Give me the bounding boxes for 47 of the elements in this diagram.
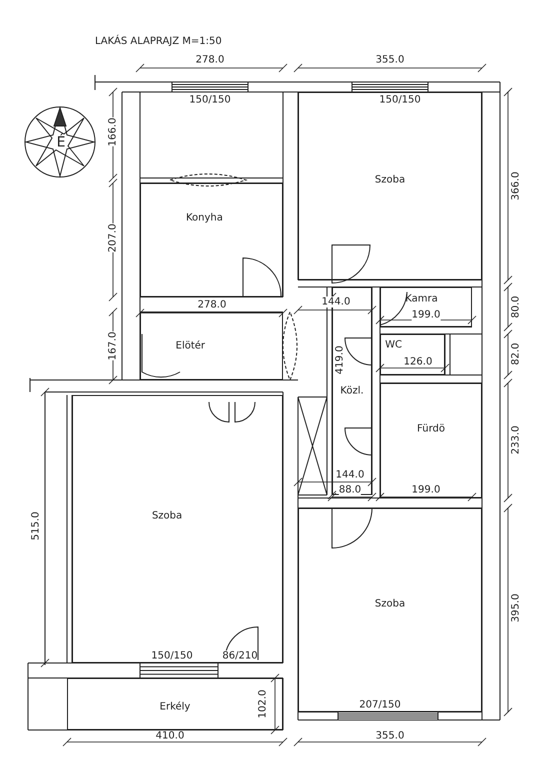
dimension-label: 88.0	[338, 484, 362, 496]
dimension-label: 366.0	[510, 172, 522, 200]
dimension-label: 395.0	[510, 594, 522, 622]
room	[140, 312, 283, 380]
room	[298, 92, 482, 280]
room-name: Közl.	[340, 386, 364, 396]
room	[67, 678, 283, 730]
dimension-label: 150/150	[379, 94, 421, 106]
dimension-label: 199.0	[412, 310, 440, 320]
room	[380, 334, 445, 375]
dimension-label: 199.0	[412, 484, 440, 496]
room	[380, 287, 472, 327]
dimension-label: 82.0	[510, 342, 522, 366]
dimension-label: 150/150	[189, 94, 231, 106]
room-name: Erkély	[160, 701, 190, 712]
dimension-label: 86/210	[222, 650, 258, 662]
room	[380, 383, 482, 498]
dimension-label: 167.0	[108, 332, 118, 360]
room-name: WC	[385, 339, 402, 350]
dimension-label: 126.0	[404, 356, 432, 368]
dimension-label: 144.0	[322, 296, 350, 308]
dimension-label: 144.0	[336, 470, 364, 480]
room	[298, 508, 482, 712]
dimension-label: 410.0	[156, 730, 184, 742]
room-name: Elötér	[176, 340, 206, 352]
room-name: Szoba	[374, 174, 406, 186]
dimension-label: 102.0	[258, 690, 268, 718]
dimension-label: 419.0	[334, 346, 346, 374]
dimension-label: 166.0	[108, 118, 118, 146]
dimension-label: 233.0	[510, 426, 522, 454]
room-name: Szoba	[152, 510, 182, 522]
dimension-label: 207.0	[108, 224, 118, 252]
room-name: Konyha	[186, 212, 223, 224]
dimension-label: 355.0	[376, 730, 404, 742]
dimension-label: 80.0	[510, 296, 522, 318]
dimension-label: 150/150	[151, 650, 193, 662]
room-name: Fürdö	[417, 424, 445, 435]
dimension-label: 278.0	[198, 300, 226, 310]
dimension-label: 207/150	[359, 700, 401, 710]
dimension-label: 278.0	[196, 54, 224, 66]
room	[72, 395, 283, 663]
room-name: Szoba	[374, 598, 406, 610]
dimension-label: 355.0	[376, 54, 404, 66]
plan-title: LAKÁS ALAPRAJZ M=1:50	[95, 36, 222, 47]
room-name: Kamra	[405, 294, 438, 305]
room	[140, 183, 283, 297]
dimension-label: 515.0	[30, 512, 42, 540]
